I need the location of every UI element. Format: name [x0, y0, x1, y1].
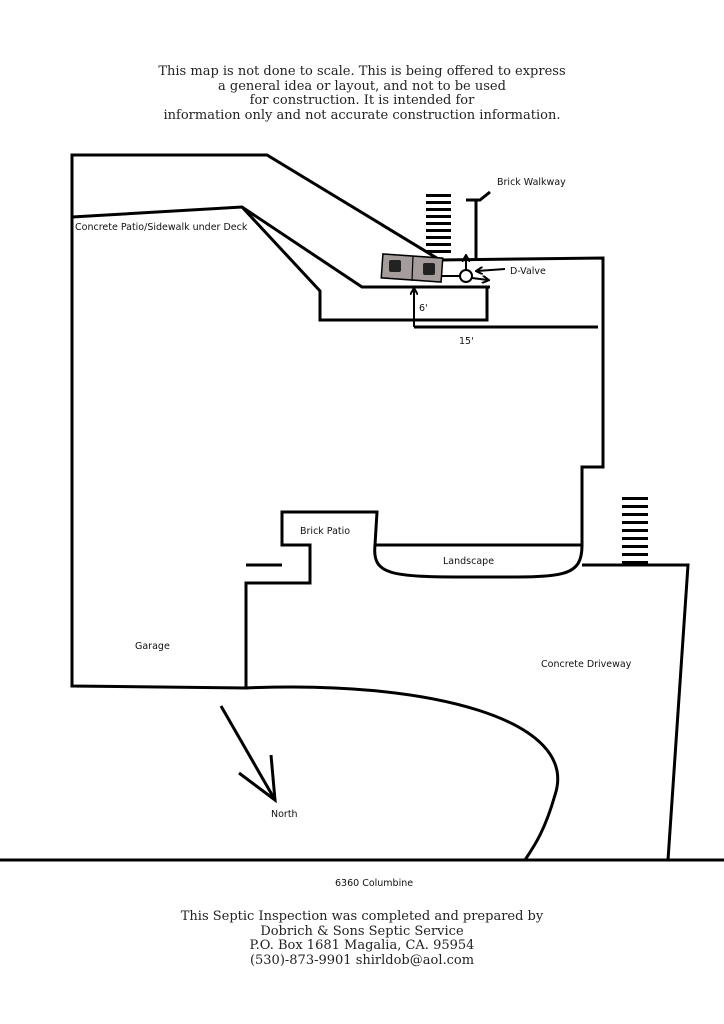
label-driveway: Concrete Driveway [541, 659, 632, 670]
d-valve-pointer-icon [477, 269, 506, 271]
septic-tank [380, 253, 444, 283]
north-arrow-icon [238, 754, 277, 804]
arrow-right-icon [471, 278, 488, 280]
label-garage: Garage [135, 641, 170, 652]
stairs-side [622, 497, 648, 564]
footer-line-1: This Septic Inspection was completed and… [180, 909, 544, 924]
footer-line-2: Dobrich & Sons Septic Service [260, 923, 464, 939]
house-outline [70, 153, 605, 690]
label-address: 6360 Columbine [335, 878, 413, 889]
landscape-bed [373, 544, 584, 579]
label-d-valve: D-Valve [510, 266, 546, 277]
tank-lid-icon [423, 263, 435, 275]
disclaimer-line-3: for construction. It is intended for [249, 93, 475, 108]
label-brick-walkway: Brick Walkway [497, 177, 566, 188]
footer-line-3: P.O. Box 1681 Magalia, CA. 95954 [249, 938, 475, 953]
label-patio-sidewalk: Concrete Patio/Sidewalk under Deck [75, 222, 248, 233]
north-arrow-shaft [219, 705, 277, 801]
deck-edge [71, 205, 490, 289]
disclaimer-line-1: This map is not done to scale. This is b… [158, 64, 566, 79]
footer-line-4: (530)-873-9901 shirldob@aol.com [249, 952, 475, 968]
driveway-curve [245, 685, 560, 861]
label-dim-15: 15' [459, 336, 474, 347]
patio-step [240, 205, 489, 322]
label-dim-6: 6' [419, 303, 428, 314]
disclaimer: This map is not done to scale. This is b… [0, 64, 724, 123]
stairs-top [426, 194, 451, 253]
disclaimer-line-4: information only and not accurate constr… [163, 107, 561, 123]
label-landscape: Landscape [443, 556, 494, 567]
brick-walkway-top [466, 190, 491, 202]
footer-credits: This Septic Inspection was completed and… [0, 909, 724, 968]
disclaimer-line-2: a general idea or layout, and not to be … [218, 78, 506, 94]
tank-lid-icon [389, 260, 401, 272]
label-brick-patio: Brick Patio [300, 526, 350, 537]
driveway-outline [582, 563, 690, 861]
d-valve-icon [459, 269, 473, 283]
label-north: North [271, 809, 298, 820]
